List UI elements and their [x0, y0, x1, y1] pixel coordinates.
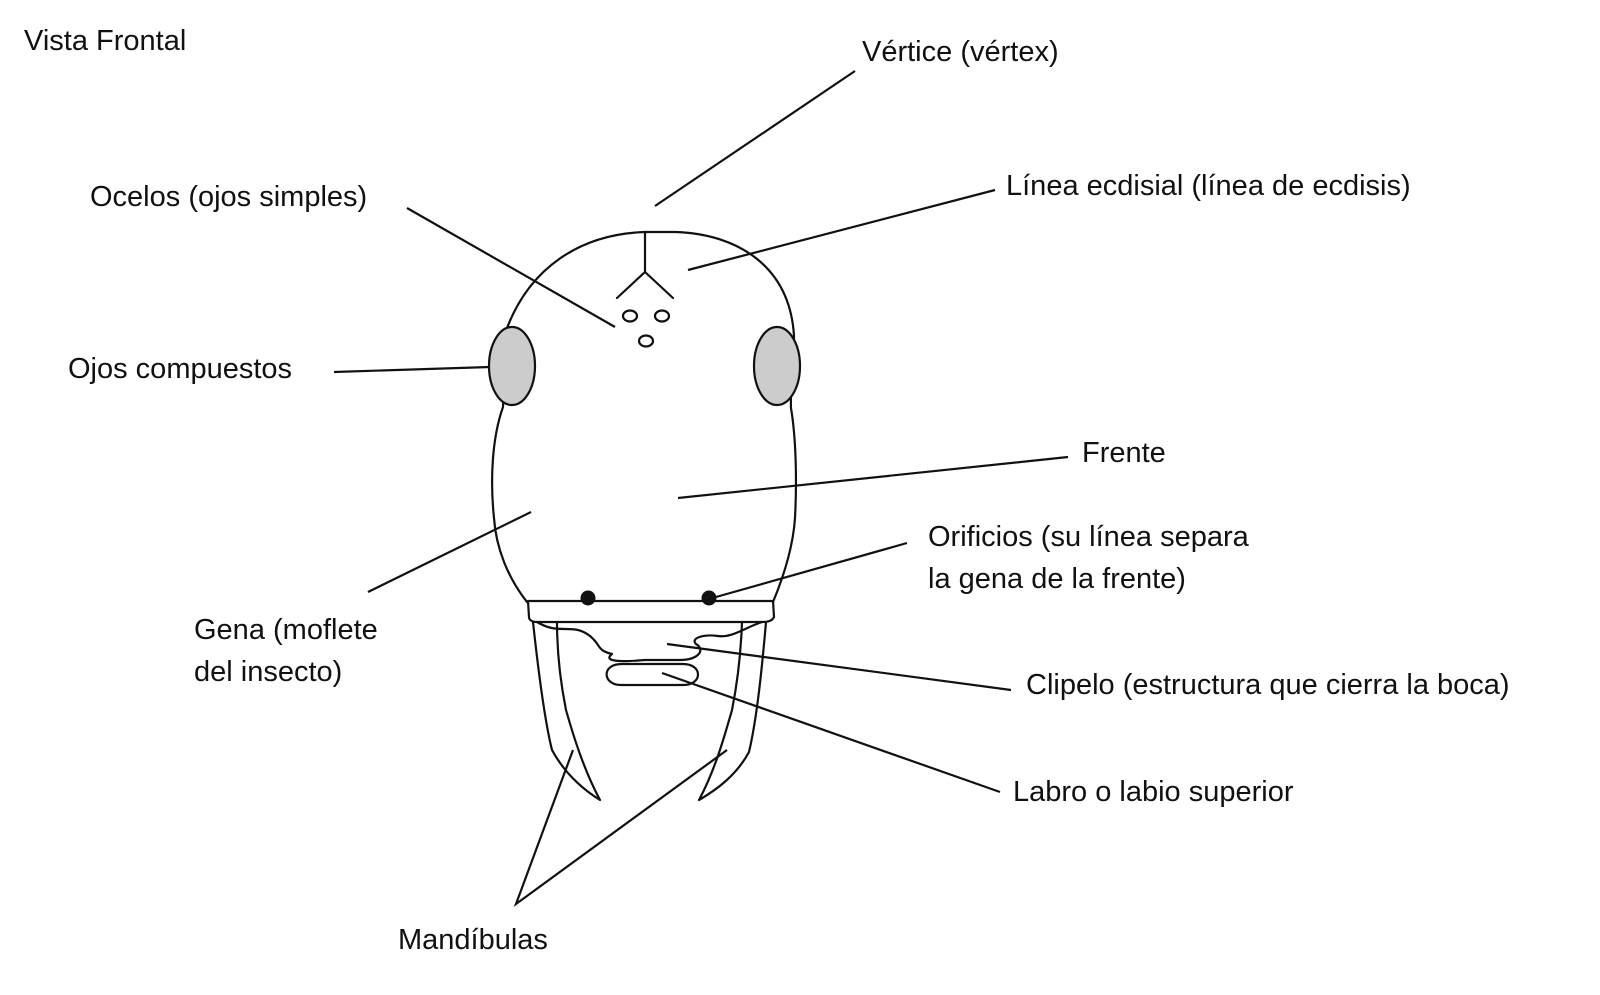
head-capsule	[491, 230, 798, 604]
pit-left	[580, 590, 596, 606]
ocellus-left	[621, 309, 639, 323]
ocellus-right	[653, 309, 671, 323]
leader-pits	[715, 541, 908, 599]
mandible-right	[697, 620, 768, 802]
leader-lines	[333, 70, 1069, 908]
labrum	[605, 662, 700, 687]
label-compound-eyes: Ojos compuestos	[68, 353, 292, 385]
leader-compound-eye	[333, 365, 491, 374]
clypeus	[526, 599, 776, 624]
leader-gena	[367, 511, 532, 593]
ocellus-median	[637, 334, 655, 348]
label-mandibles: Mandíbulas	[398, 924, 548, 956]
label-clypeus: Clipelo (estructura que cierra la boca)	[1026, 669, 1510, 701]
leader-ecdysial	[687, 188, 996, 272]
label-vertex: Vértice (vértex)	[862, 36, 1059, 68]
leader-ocelli	[406, 207, 616, 328]
leader-mandibles	[513, 749, 728, 908]
label-pits-line1: Orificios (su línea separa	[928, 521, 1250, 553]
label-ocelli: Ocelos (ojos simples)	[90, 181, 367, 213]
ocelli	[621, 309, 671, 348]
label-gena-line2: del insecto)	[194, 656, 342, 688]
label-gena-line1: Gena (moflete	[194, 614, 378, 646]
pit-right	[701, 590, 717, 606]
leader-frons	[677, 455, 1069, 500]
label-frons: Frente	[1082, 437, 1166, 469]
ecdysial-suture	[615, 230, 675, 300]
compound-eye-right	[752, 325, 802, 407]
compound-eye-left	[487, 325, 537, 407]
mandible-left	[531, 620, 602, 802]
leader-labrum	[661, 671, 1001, 794]
label-labrum: Labro o labio superior	[1013, 776, 1294, 808]
label-pits-line2: la gena de la frente)	[928, 563, 1186, 595]
leader-clypeus	[666, 642, 1012, 692]
clypeus-margin	[535, 620, 764, 663]
leader-vertex	[654, 70, 856, 207]
diagram-title: Vista Frontal	[24, 25, 186, 57]
label-ecdysial-line: Línea ecdisial (línea de ecdisis)	[1006, 170, 1411, 202]
